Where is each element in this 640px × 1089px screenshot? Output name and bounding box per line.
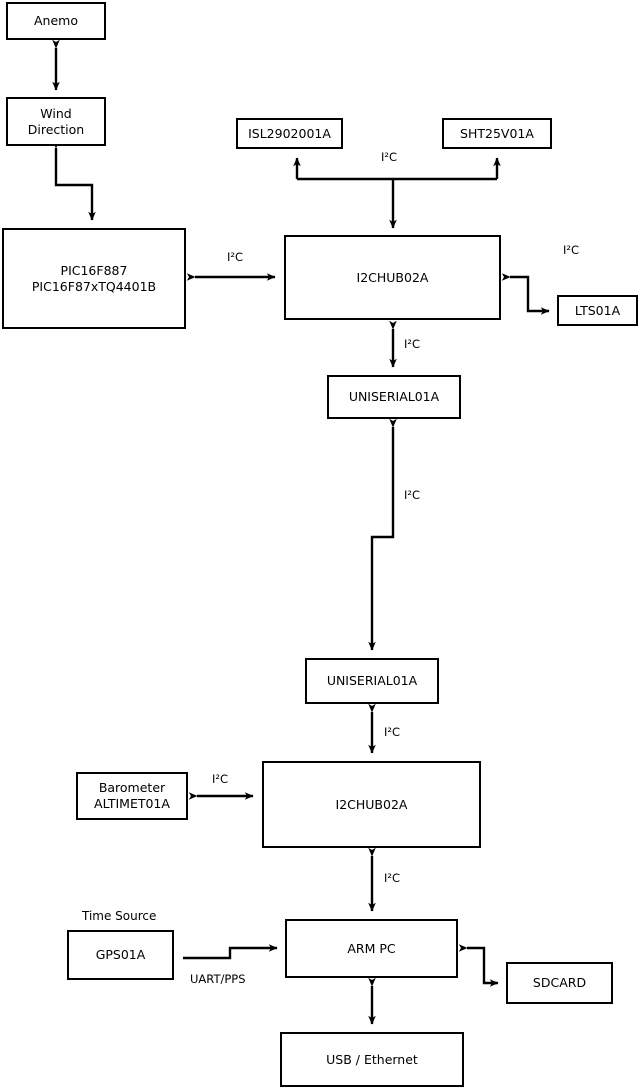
node-uniserial01a-lower[interactable]: UNISERIAL01A: [305, 658, 439, 704]
edge-label-barometer-hub-i2c: I²C: [212, 772, 229, 786]
edge-label-hub-armpc-i2c: I²C: [384, 871, 401, 885]
connector-armpc-sdcard: [458, 944, 499, 987]
node-isl2902001a[interactable]: ISL2902001A: [236, 118, 343, 149]
node-uniserial01a-upper[interactable]: UNISERIAL01A: [327, 375, 461, 419]
edge-label-uniserial-link-i2c: I²C: [404, 488, 421, 502]
connector-hub-lts: [501, 273, 550, 315]
edge-label-pic-hub-i2c: I²C: [227, 250, 244, 264]
node-usb-ethernet[interactable]: USB / Ethernet: [280, 1032, 464, 1087]
edge-label-hub-uniserial-i2c: I²C: [404, 337, 421, 351]
node-barometer-altimet01a[interactable]: Barometer ALTIMET01A: [76, 772, 188, 820]
node-i2chub02a-bottom[interactable]: I2CHUB02A: [262, 761, 481, 848]
edge-label-hub-sensors-i2c: I²C: [381, 150, 398, 164]
node-pic-microcontroller[interactable]: PIC16F887 PIC16F87xTQ4401B: [2, 228, 186, 329]
node-wind-direction[interactable]: Wind Direction: [6, 97, 106, 146]
node-sht25v01a[interactable]: SHT25V01A: [442, 118, 552, 149]
node-arm-pc[interactable]: ARM PC: [285, 919, 458, 978]
node-gps01a[interactable]: GPS01A: [67, 930, 174, 980]
connector-wind-pic: [52, 139, 96, 221]
edge-label-hub-lts-i2c: I²C: [563, 243, 580, 257]
connector-uniserial-link: [368, 418, 397, 651]
node-anemo[interactable]: Anemo: [6, 2, 106, 40]
edge-label-gps-armpc-uart-pps: UART/PPS: [190, 972, 246, 986]
label-time-source: Time Source: [82, 909, 157, 923]
edge-label-uniserial-hub-i2c: I²C: [384, 725, 401, 739]
node-sdcard[interactable]: SDCARD: [506, 962, 613, 1004]
connector-gps-armpc: [183, 944, 278, 960]
node-lts01a[interactable]: LTS01A: [557, 295, 638, 326]
node-i2chub02a-top[interactable]: I2CHUB02A: [284, 235, 501, 320]
